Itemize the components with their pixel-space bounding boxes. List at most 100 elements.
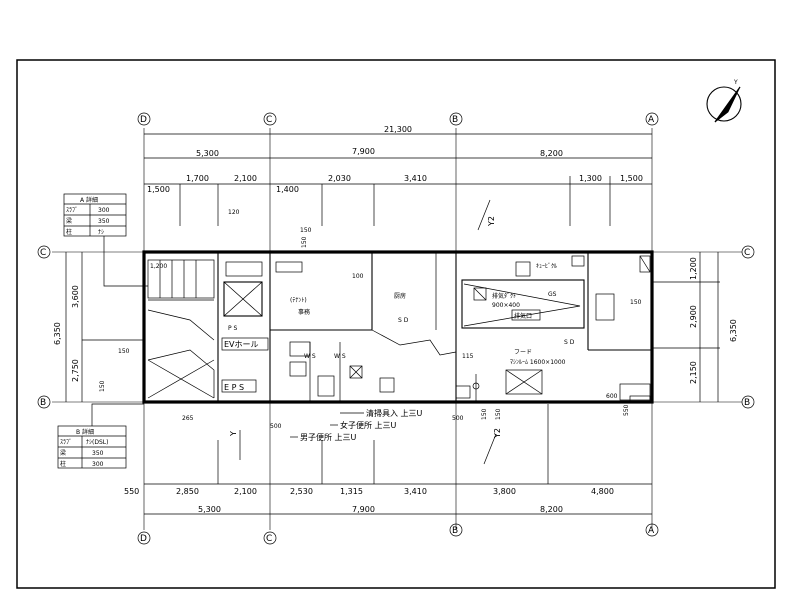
table-b-r3-c2: 300 xyxy=(92,461,104,468)
room-kitchen: 厨房 xyxy=(394,292,406,300)
table-b-r3-c1: 柱 xyxy=(60,460,66,468)
room-ev-hall: EVホール xyxy=(224,340,259,349)
dim-top-span-2: 7,900 xyxy=(352,147,375,156)
section-mark-y: Y xyxy=(229,431,238,437)
axis-label-top-a: A xyxy=(648,115,655,125)
dim-misc-150-c: 150 xyxy=(630,299,642,306)
dim-misc-150-a: 150 xyxy=(118,348,130,355)
dim-top-sub-6: 3,410 xyxy=(404,174,427,183)
machine-room: ﾏｼﾝﾙｰﾑ 1600×1000 フード xyxy=(505,349,566,395)
dim-right-part-3: 2,150 xyxy=(689,361,698,384)
room-cleaning: 清掃具入 上三U xyxy=(366,408,423,418)
dim-bottom-sub-4: 2,530 xyxy=(290,487,313,496)
table-a-r1-c1: ｽﾗﾌﾞ xyxy=(66,207,78,214)
north-label: Y xyxy=(733,79,738,86)
dim-misc-265: 265 xyxy=(182,415,194,422)
table-a-r3-c1: 柱 xyxy=(66,228,72,236)
exhaust-duct: 排気ﾀﾞｸﾄ 900×400 排気口 GS ｷｭｰﾋﾞｸﾙ xyxy=(461,261,585,329)
detail-table-a: A 詳細 ｽﾗﾌﾞ 300 梁 350 柱 ﾅｼ xyxy=(63,193,148,287)
axis-bubbles: D C B A D C B A C B C B xyxy=(37,112,755,545)
dim-misc-150-d: 150 xyxy=(481,408,488,420)
right-dimensions: 6,350 1,200 2,900 2,150 xyxy=(652,252,738,402)
left-dimensions: 6,350 3,600 2,750 xyxy=(53,252,144,402)
dim-bottom-sub-6: 3,410 xyxy=(404,487,427,496)
table-b-r1-c2: ﾅｼ(DSL) xyxy=(86,439,108,446)
bottom-dimensions: 550 2,850 2,100 2,530 1,315 3,410 3,800 … xyxy=(124,404,652,515)
dim-bottom-sub-2: 2,850 xyxy=(176,487,199,496)
section-mark-y2-top: Y2 xyxy=(487,216,496,227)
axis-label-right-c: C xyxy=(744,248,750,258)
room-machine: ﾏｼﾝﾙｰﾑ 1600×1000 xyxy=(510,359,566,366)
dim-misc-550: 550 xyxy=(623,404,630,416)
dim-left-total: 6,350 xyxy=(53,322,62,345)
top-dimensions: 21,300 5,300 7,900 8,200 1,500 1,700 2,1… xyxy=(144,125,652,226)
dim-top-sub-4: 1,400 xyxy=(276,185,299,194)
dim-right-total: 6,350 xyxy=(729,319,738,342)
table-a-r2-c2: 350 xyxy=(98,218,110,225)
dim-left-part-2: 2,750 xyxy=(71,359,80,382)
table-b-title: B 詳細 xyxy=(76,428,94,436)
room-mens-wc: 男子便所 上三U xyxy=(300,432,357,442)
dim-misc-115: 115 xyxy=(462,353,474,360)
dim-top-sub-3: 2,100 xyxy=(234,174,257,183)
room-sd-2: S D xyxy=(564,339,575,346)
drawing-frame xyxy=(16,59,776,589)
dim-bottom-sub-3: 2,100 xyxy=(234,487,257,496)
dim-bottom-sub-7: 3,800 xyxy=(493,487,516,496)
dim-bottom-sub-5: 1,315 xyxy=(340,487,363,496)
north-arrow-icon: Y xyxy=(706,79,742,123)
exhaust-label: 排気口 xyxy=(514,312,532,320)
dim-misc-500-b: 500 xyxy=(452,415,464,422)
dim-misc-1200: 1,200 xyxy=(150,263,167,270)
room-eps: E P S xyxy=(224,383,244,392)
dim-top-sub-8: 1,500 xyxy=(620,174,643,183)
table-a-r3-c2: ﾅｼ xyxy=(98,229,104,236)
kitchen-room: 厨房 S D 100 xyxy=(352,252,457,356)
table-a-r1-c2: 300 xyxy=(98,207,110,214)
dim-top-sub-7: 1,300 xyxy=(579,174,602,183)
building-outline xyxy=(142,250,654,404)
axis-label-top-c: C xyxy=(266,115,272,125)
section-marks: Y2 Y Y2 xyxy=(229,199,502,465)
exterior-marks: 115 265 500 500 600 550 150 150 150 120 … xyxy=(99,209,651,430)
dim-top-span-1: 5,300 xyxy=(196,149,219,158)
axis-label-bottom-d: D xyxy=(140,534,147,544)
axis-label-bottom-c: C xyxy=(266,534,272,544)
dim-misc-150-g: 150 xyxy=(301,236,308,248)
detail-table-b: B 詳細 ｽﾗﾌﾞ ﾅｼ(DSL) 梁 350 柱 300 xyxy=(57,403,144,469)
room-ps: P S xyxy=(228,325,238,332)
toilet-area: W S W S xyxy=(289,341,395,402)
axis-label-bottom-b: B xyxy=(452,526,458,536)
dim-top-sub-1: 1,500 xyxy=(147,185,170,194)
table-a-title: A 詳細 xyxy=(80,196,98,204)
dim-misc-120: 120 xyxy=(228,209,240,216)
dim-overall: 21,300 xyxy=(384,125,412,134)
dim-bottom-span-3: 8,200 xyxy=(540,505,563,514)
elevator-shaft: P S xyxy=(223,261,263,332)
dim-top-sub-2: 1,700 xyxy=(186,174,209,183)
section-mark-y2-bottom: Y2 xyxy=(493,428,502,439)
room-ws-2: W S xyxy=(334,353,346,360)
room-ws-1: W S xyxy=(304,353,316,360)
axis-label-bottom-a: A xyxy=(648,526,655,536)
dim-right-part-2: 2,900 xyxy=(689,305,698,328)
axis-label-left-c: C xyxy=(40,248,46,258)
room-hood: フード xyxy=(514,349,532,356)
dim-top-span-3: 8,200 xyxy=(540,149,563,158)
dim-bottom-sub-8: 4,800 xyxy=(591,487,614,496)
dim-top-sub-5: 2,030 xyxy=(328,174,351,183)
dim-misc-500-a: 500 xyxy=(270,423,282,430)
room-equip: ｷｭｰﾋﾞｸﾙ xyxy=(536,263,557,270)
axis-label-left-b: B xyxy=(40,398,46,408)
table-b-r1-c1: ｽﾗﾌﾞ xyxy=(60,439,72,446)
dim-right-part-1: 1,200 xyxy=(689,257,698,280)
dim-bottom-sub-1: 550 xyxy=(124,487,139,496)
dim-bottom-span-2: 7,900 xyxy=(352,505,375,514)
dim-misc-100: 100 xyxy=(352,273,364,280)
dim-misc-150-f: 150 xyxy=(99,380,106,392)
room-office: 事務 xyxy=(298,308,310,316)
axis-label-top-b: B xyxy=(452,115,458,125)
duct-size: 900×400 xyxy=(492,302,520,309)
office-room: (ﾃﾅﾝﾄ) 事務 150 xyxy=(270,227,373,331)
